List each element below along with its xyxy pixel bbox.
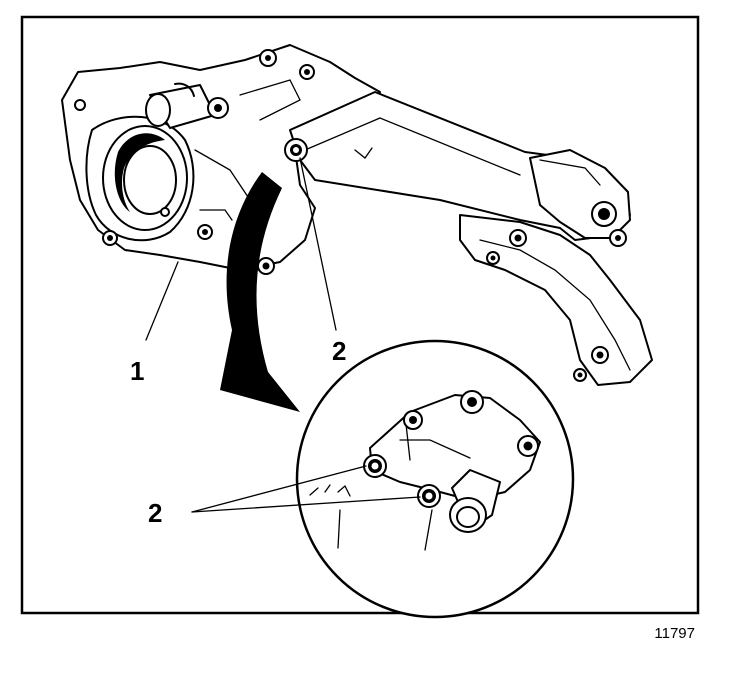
callout-2-detail: 2 <box>148 498 162 528</box>
figure-frame <box>20 15 700 615</box>
callout-1: 1 <box>130 356 144 386</box>
pump-housing <box>61 44 381 275</box>
leader-line-1 <box>145 261 179 341</box>
leader-line-2-detail-a <box>191 465 367 513</box>
detail-arrow <box>220 172 300 412</box>
callout-2-main: 2 <box>332 336 346 366</box>
detail-view <box>295 339 575 619</box>
figure-number: 11797 <box>654 625 695 642</box>
leader-line-2-detail-b <box>191 496 421 513</box>
pump-bracket-arm <box>284 91 653 386</box>
leader-line-2-main <box>299 157 337 331</box>
